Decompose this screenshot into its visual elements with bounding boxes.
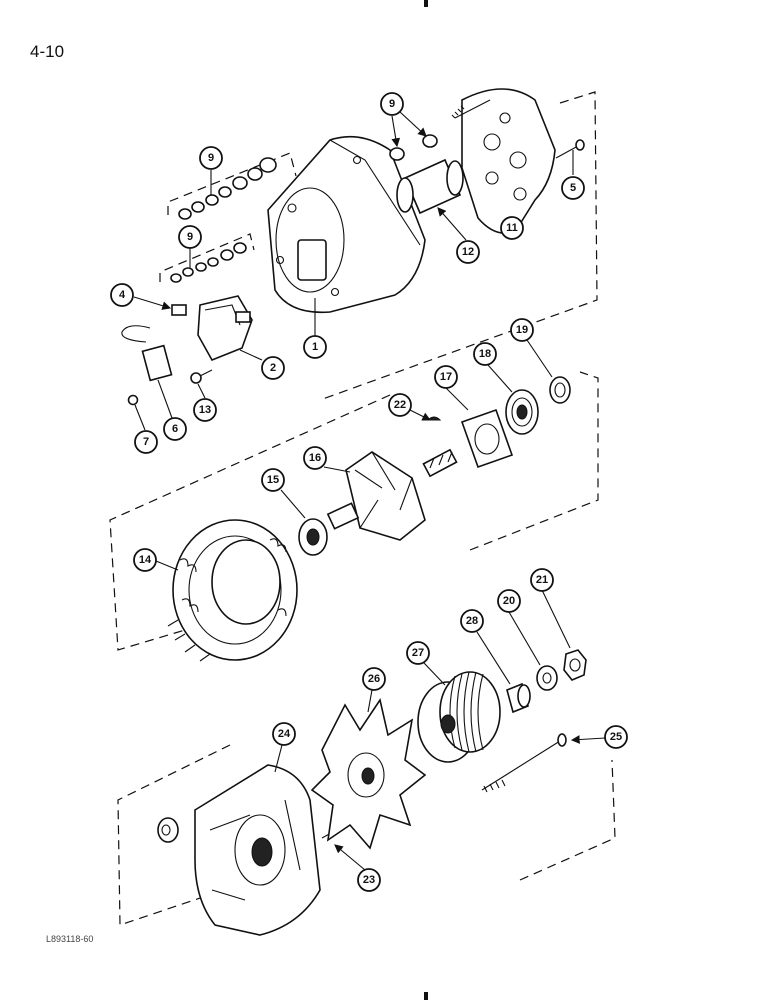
- svg-text:25: 25: [610, 731, 622, 743]
- drive-end-collar: [157, 817, 179, 843]
- svg-text:2: 2: [270, 362, 276, 374]
- leader-lines: [133, 111, 606, 871]
- rectifier-screw: [555, 139, 585, 159]
- drive-end-frame: [194, 764, 321, 936]
- rotor-bearing-rear: [505, 389, 539, 435]
- callout-19: 19: [510, 318, 534, 342]
- suppression-capacitor: [121, 325, 173, 382]
- pulley-washer: [536, 665, 558, 691]
- callout-2: 2: [261, 356, 285, 380]
- callout-20: 20: [497, 589, 521, 613]
- registration-mark-top: [424, 0, 428, 7]
- svg-text:23: 23: [363, 874, 375, 886]
- washer-set-upper: [178, 157, 277, 220]
- svg-text:22: 22: [394, 399, 406, 411]
- registration-mark-bottom: [424, 992, 428, 1000]
- callout-18: 18: [473, 342, 497, 366]
- dash-group-middle-right: [469, 371, 599, 551]
- svg-text:9: 9: [208, 152, 214, 164]
- rectifier-plate: [451, 88, 556, 235]
- rotor-bearing-front: [298, 518, 328, 556]
- page-number: 4-10: [30, 42, 65, 61]
- cooling-fan: [310, 698, 427, 850]
- bearing-sleeve: [396, 158, 464, 215]
- callout-17: 17: [434, 365, 458, 389]
- callout-9-upper: 9: [199, 146, 223, 170]
- callout-25: 25: [604, 725, 628, 749]
- callout-16: 16: [303, 446, 327, 470]
- callout-23: 23: [357, 868, 381, 892]
- svg-text:14: 14: [139, 554, 152, 566]
- svg-text:12: 12: [462, 246, 474, 258]
- pulley-nut: [563, 649, 587, 681]
- dash-group-washers-upper: [167, 152, 297, 215]
- dash-group-top-right: [319, 91, 598, 401]
- svg-text:9: 9: [389, 98, 395, 110]
- svg-text:11: 11: [506, 222, 518, 234]
- callout-5: 5: [561, 176, 585, 200]
- svg-text:21: 21: [536, 574, 548, 586]
- dash-group-washers-lower: [159, 233, 255, 282]
- svg-text:9: 9: [187, 231, 193, 243]
- callout-28: 28: [460, 609, 484, 633]
- stator: [167, 519, 298, 662]
- svg-text:19: 19: [516, 324, 528, 336]
- callout-12: 12: [456, 240, 480, 264]
- drive-pulley: [417, 671, 501, 763]
- svg-text:6: 6: [172, 423, 178, 435]
- carbon-brush: [171, 304, 187, 316]
- callout-14: 14: [133, 548, 157, 572]
- callout-4: 4: [110, 283, 134, 307]
- callout-15: 15: [261, 468, 285, 492]
- capacitor-screw: [127, 394, 139, 406]
- svg-text:27: 27: [412, 647, 424, 659]
- regulator-brush-holder: [197, 295, 253, 362]
- svg-text:4: 4: [119, 289, 126, 301]
- svg-text:15: 15: [267, 474, 279, 486]
- through-bolt: [481, 733, 567, 793]
- svg-text:18: 18: [479, 348, 491, 360]
- callout-24: 24: [272, 722, 296, 746]
- svg-text:20: 20: [503, 595, 515, 607]
- svg-text:13: 13: [199, 404, 211, 416]
- bearing-spacer: [549, 376, 571, 404]
- callout-6: 6: [163, 417, 187, 441]
- callout-9-top: 9: [380, 92, 404, 116]
- regulator-screw: [190, 369, 213, 384]
- svg-text:5: 5: [570, 182, 576, 194]
- svg-text:24: 24: [278, 728, 291, 740]
- svg-text:16: 16: [309, 452, 321, 464]
- callout-1: 1: [303, 335, 327, 359]
- svg-text:1: 1: [312, 341, 318, 353]
- rotor: [326, 448, 458, 541]
- slip-ring-end-frame: [267, 135, 426, 314]
- callout-9-lower: 9: [178, 225, 202, 249]
- washer-set-lower: [170, 242, 247, 283]
- callout-22: 22: [388, 393, 412, 417]
- svg-text:28: 28: [466, 615, 478, 627]
- dash-group-bottom-left: [117, 744, 231, 926]
- figure-code: L893118-60: [46, 934, 94, 944]
- terminal-nuts-top: [389, 134, 438, 161]
- svg-text:17: 17: [440, 371, 452, 383]
- callout-13: 13: [193, 398, 217, 422]
- pulley-spacer: [506, 682, 531, 714]
- callout-7: 7: [134, 430, 158, 454]
- svg-text:7: 7: [143, 436, 149, 448]
- callout-11: 11: [500, 216, 524, 240]
- callout-27: 27: [406, 641, 430, 665]
- dash-group-bottom-right: [519, 759, 616, 881]
- dash-group-middle-left: [109, 394, 391, 651]
- svg-text:26: 26: [368, 673, 380, 685]
- bearing-retainer-plate: [460, 408, 514, 469]
- callout-21: 21: [530, 568, 554, 592]
- callout-26: 26: [362, 667, 386, 691]
